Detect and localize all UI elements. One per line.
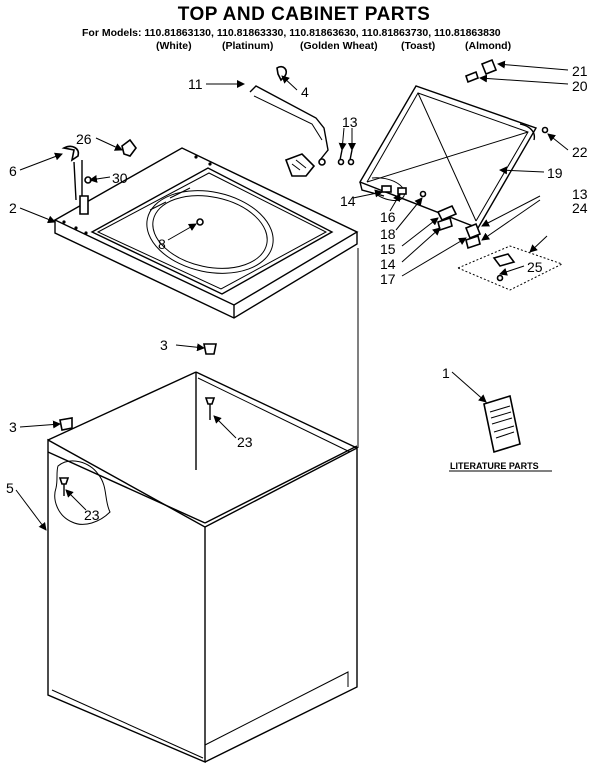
- lid-bumpers: [465, 58, 549, 134]
- cabinet-clips: [58, 343, 217, 496]
- finish-platinum: (Platinum): [222, 40, 274, 52]
- finish-golden-wheat: (Golden Wheat): [300, 40, 378, 52]
- top-screw-8: [196, 218, 204, 226]
- finish-white: (White): [156, 40, 192, 52]
- callout-8: 8: [158, 236, 166, 252]
- callout-13-top: 13: [342, 114, 358, 130]
- callout-30: 30: [112, 170, 128, 186]
- literature-parts-label: LITERATURE PARTS: [450, 461, 539, 471]
- callout-14-bottom: 14: [380, 256, 396, 272]
- callout-20: 20: [572, 78, 588, 94]
- callout-17: 17: [380, 271, 396, 287]
- callout-11: 11: [188, 76, 203, 92]
- callout-22: 22: [572, 144, 588, 160]
- callout-labels: 11 4 26 6 30 2 8 13 14 16 18 15 14 17 19…: [6, 63, 588, 523]
- callout-2: 2: [9, 200, 17, 216]
- models-line: For Models: 110.81863130, 110.81863330, …: [82, 27, 501, 39]
- callout-13-right: 13: [572, 186, 588, 202]
- callout-25: 25: [527, 259, 543, 275]
- hinge-parts: [381, 185, 482, 250]
- callout-15: 15: [380, 241, 396, 257]
- leader-lines: [15, 60, 569, 531]
- cabinet: [47, 248, 359, 764]
- callout-14-top: 14: [340, 193, 356, 209]
- callout-3-top: 3: [160, 337, 168, 353]
- callout-26: 26: [76, 131, 92, 147]
- finish-almond: (Almond): [465, 40, 512, 52]
- callout-1: 1: [442, 365, 450, 381]
- callout-3-left: 3: [9, 419, 17, 435]
- callout-16: 16: [380, 209, 396, 225]
- finish-toast: (Toast): [401, 40, 436, 52]
- callout-21: 21: [572, 63, 588, 79]
- callout-23-right: 23: [237, 434, 253, 450]
- callout-23-left: 23: [84, 507, 100, 523]
- hinge-plate: [456, 245, 564, 291]
- callout-4: 4: [301, 84, 309, 100]
- lid-switch-assembly: [249, 65, 329, 177]
- washer-top: [53, 147, 359, 319]
- callout-18: 18: [380, 226, 396, 242]
- callout-24: 24: [572, 200, 588, 216]
- callout-5: 5: [6, 480, 14, 496]
- top-hinge-parts: [61, 138, 137, 215]
- literature-booklet: [483, 394, 521, 454]
- diagram-title: TOP AND CABINET PARTS: [177, 4, 431, 25]
- callout-6: 6: [9, 163, 17, 179]
- screws-13-top: [337, 149, 355, 166]
- callout-19: 19: [547, 165, 563, 181]
